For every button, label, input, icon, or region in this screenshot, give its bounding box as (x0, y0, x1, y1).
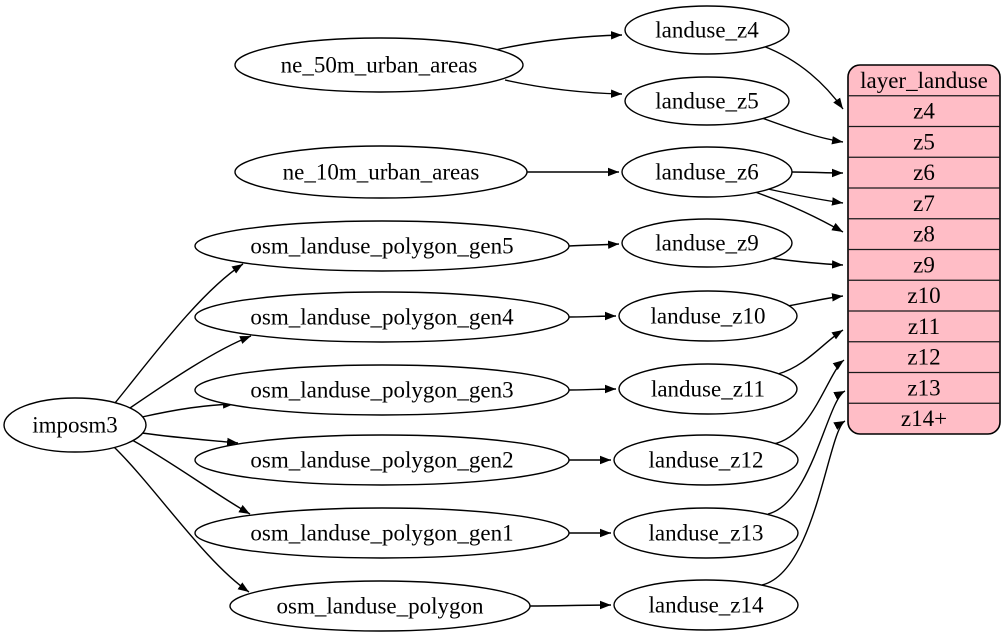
edge-imposm3-to-osm-landuse-polygon (113, 446, 250, 593)
edge-landuse-z6-to-layer-landuse-z8 (754, 191, 844, 233)
table-row-z6: z6 (913, 160, 935, 185)
edge-landuse-z14-to-layer-landuse-z14- (761, 420, 846, 586)
node-osm-landuse-polygon-gen1-shape (194, 507, 570, 559)
table-row-z13: z13 (907, 375, 940, 400)
node-landuse-z12-label: landuse_z12 (649, 448, 764, 473)
node-osm-landuse-polygon-gen1-label: osm_landuse_polygon_gen1 (250, 521, 513, 546)
node-osm-landuse-polygon-gen5: osm_landuse_polygon_gen5 (194, 220, 570, 272)
node-landuse-z10-label: landuse_z10 (651, 304, 766, 329)
node-landuse-z4-label: landuse_z4 (655, 18, 759, 43)
table-layer-landuse: layer_landuse z4 z5 z6 z7 z8 z9 z10 z11 z12 z13 z14… (847, 64, 1001, 435)
edge-landuse-z11-to-layer-landuse-z11 (777, 329, 844, 375)
edges-layer (113, 31, 846, 610)
node-imposm3-shape (3, 397, 147, 453)
node-ne-10m-urban-areas-label: ne_10m_urban_areas (283, 160, 480, 185)
node-osm-landuse-polygon: osm_landuse_polygon (229, 580, 531, 632)
edge-landuse-z10-to-layer-landuse-z10 (787, 293, 844, 307)
table-row-z8: z8 (913, 222, 935, 247)
node-landuse-z5: landuse_z5 (624, 76, 790, 126)
edge-ne-50m-urban-areas-to-landuse-z4 (494, 31, 623, 51)
edge-landuse-z4-to-layer-landuse-z4 (762, 45, 844, 110)
node-osm-landuse-polygon-gen4-shape (194, 291, 570, 343)
node-landuse-z11: landuse_z11 (618, 363, 798, 415)
edge-imposm3-to-osm-landuse-polygon-gen5 (114, 263, 244, 404)
node-landuse-z14-label: landuse_z14 (649, 593, 764, 618)
edge-landuse-z6-to-layer-landuse-z6 (791, 168, 844, 178)
edge-imposm3-to-osm-landuse-polygon-gen1 (131, 439, 251, 515)
node-landuse-z4: landuse_z4 (624, 5, 790, 55)
node-landuse-z13-label: landuse_z13 (649, 521, 764, 546)
node-landuse-z10: landuse_z10 (618, 290, 798, 342)
node-osm-landuse-polygon-gen4-label: osm_landuse_polygon_gen4 (250, 305, 514, 330)
node-landuse-z5-label: landuse_z5 (655, 89, 758, 114)
edge-landuse-z12-to-layer-landuse-z12 (772, 359, 845, 445)
node-landuse-z6-shape (621, 146, 793, 198)
node-osm-landuse-polygon-gen2-shape (194, 434, 570, 486)
node-osm-landuse-polygon-gen3: osm_landuse_polygon_gen3 (194, 364, 570, 416)
edge-imposm3-to-osm-landuse-polygon-gen3 (141, 400, 235, 418)
node-ne-10m-urban-areas: ne_10m_urban_areas (234, 145, 528, 199)
node-osm-landuse-polygon-gen3-label: osm_landuse_polygon_gen3 (250, 378, 513, 403)
table-row-z4: z4 (913, 99, 935, 124)
edge-imposm3-to-osm-landuse-polygon-gen2 (141, 432, 239, 447)
node-landuse-z6: landuse_z6 (621, 146, 793, 198)
node-landuse-z9-shape (621, 218, 793, 268)
node-landuse-z12: landuse_z12 (613, 434, 799, 486)
table-row-z9: z9 (913, 252, 935, 277)
node-landuse-z13-shape (613, 507, 799, 559)
node-osm-landuse-polygon-gen5-label: osm_landuse_polygon_gen5 (250, 234, 513, 259)
node-ne-10m-urban-areas-shape (234, 145, 528, 199)
table-header-label: layer_landuse (860, 68, 988, 93)
edge-osm-landuse-polygon-gen3-to-landuse-z11 (568, 384, 617, 394)
node-imposm3-label: imposm3 (32, 413, 118, 438)
edge-landuse-z5-to-layer-landuse-z5 (761, 117, 844, 145)
node-osm-landuse-polygon-gen4: osm_landuse_polygon_gen4 (194, 291, 570, 343)
node-osm-landuse-polygon-label: osm_landuse_polygon (277, 594, 484, 619)
node-osm-landuse-polygon-gen2: osm_landuse_polygon_gen2 (194, 434, 570, 486)
node-osm-landuse-polygon-shape (229, 580, 531, 632)
edge-ne-50m-urban-areas-to-landuse-z5 (504, 79, 623, 98)
node-landuse-z10-shape (618, 290, 798, 342)
edge-landuse-z13-to-layer-landuse-z13 (767, 390, 846, 515)
edge-landuse-z9-to-layer-landuse-z9 (769, 257, 844, 269)
table-row-z5: z5 (913, 129, 935, 154)
edge-imposm3-to-osm-landuse-polygon-gen4 (129, 335, 252, 409)
table-row-z11: z11 (908, 314, 940, 339)
table-row-z14-: z14+ (901, 406, 947, 431)
node-landuse-z12-shape (613, 434, 799, 486)
node-landuse-z6-label: landuse_z6 (655, 160, 758, 185)
node-landuse-z9-label: landuse_z9 (655, 231, 758, 256)
table-row-z10: z10 (907, 283, 940, 308)
node-landuse-z14-shape (613, 579, 799, 631)
node-osm-landuse-polygon-gen2-label: osm_landuse_polygon_gen2 (250, 448, 513, 473)
node-landuse-z9: landuse_z9 (621, 218, 793, 268)
table-row-z12: z12 (907, 345, 940, 370)
node-osm-landuse-polygon-gen5-shape (194, 220, 570, 272)
node-landuse-z5-shape (624, 76, 790, 126)
node-landuse-z4-shape (624, 5, 790, 55)
node-landuse-z14: landuse_z14 (613, 579, 799, 631)
table-layer: layer_landuse z4 z5 z6 z7 z8 z9 z10 z11 z12 z13 z14… (847, 64, 1001, 435)
edge-osm-landuse-polygon-gen4-to-landuse-z10 (568, 311, 617, 321)
edge-osm-landuse-polygon-gen5-to-landuse-z9 (568, 240, 620, 249)
node-osm-landuse-polygon-gen1: osm_landuse_polygon_gen1 (194, 507, 570, 559)
node-landuse-z13: landuse_z13 (613, 507, 799, 559)
node-ne-50m-urban-areas-shape (234, 37, 524, 93)
nodes-layer: imposm3 ne_50m_urban_areas ne_10m_urban_ar… (3, 5, 799, 632)
edge-osm-landuse-polygon-to-landuse-z14 (529, 600, 612, 610)
node-imposm3: imposm3 (3, 397, 147, 453)
node-osm-landuse-polygon-gen3-shape (194, 364, 570, 416)
node-landuse-z11-shape (618, 363, 798, 415)
table-row-z7: z7 (913, 191, 935, 216)
edge-landuse-z6-to-layer-landuse-z7 (767, 188, 844, 206)
node-ne-50m-urban-areas-label: ne_50m_urban_areas (281, 53, 478, 78)
node-landuse-z11-label: landuse_z11 (651, 377, 765, 402)
node-ne-50m-urban-areas: ne_50m_urban_areas (234, 37, 524, 93)
